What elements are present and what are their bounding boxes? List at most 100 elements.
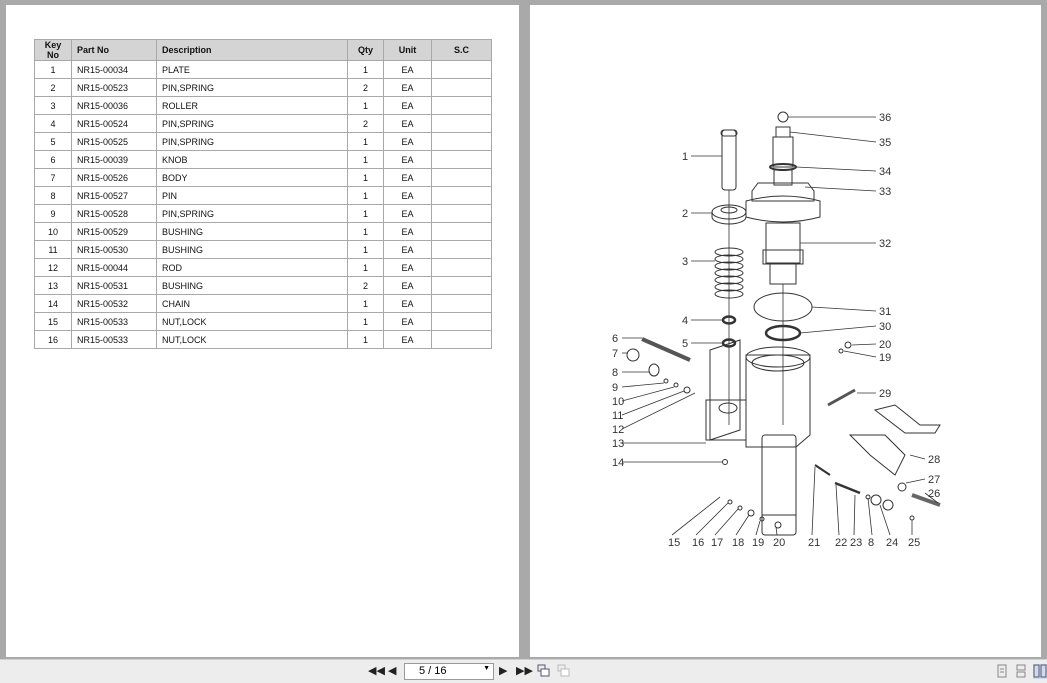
cell-sc <box>431 330 492 349</box>
callout-leader-line <box>621 390 685 416</box>
part-stem <box>745 126 821 285</box>
cell-unit: EA <box>383 96 432 115</box>
part-spring <box>714 247 744 299</box>
parts-table: Key No Part No Description Qty Unit S.C … <box>34 39 492 349</box>
callout-leader-line <box>695 502 729 536</box>
cell-key-no: 10 <box>34 222 72 241</box>
header-unit: Unit <box>383 39 432 61</box>
cell-part-no: NR15-00527 <box>71 186 157 205</box>
callout-label: 13 <box>612 438 624 450</box>
two-page-view-button[interactable] <box>1033 664 1047 679</box>
cell-sc <box>431 276 492 295</box>
callout-leader-line <box>835 484 840 536</box>
callout-label: 6 <box>612 333 618 345</box>
cell-key-no: 16 <box>34 330 72 349</box>
cell-part-no: NR15-00532 <box>71 294 157 313</box>
cell-unit: EA <box>383 150 432 169</box>
callout-label: 5 <box>682 338 688 350</box>
callout-leader-line <box>843 350 877 358</box>
part-pin-6 <box>641 337 691 362</box>
cell-qty: 1 <box>347 204 384 223</box>
cell-unit: EA <box>383 186 432 205</box>
continuous-view-button[interactable] <box>1015 664 1029 679</box>
cell-qty: 1 <box>347 186 384 205</box>
page-select[interactable]: 5 / 16 ▼ <box>404 663 494 680</box>
cell-qty: 2 <box>347 78 384 97</box>
cell-description: PIN,SPRING <box>156 78 348 97</box>
callout-leader-line <box>755 520 761 536</box>
callout-label: 32 <box>879 238 891 250</box>
cell-key-no: 15 <box>34 312 72 331</box>
cell-qty: 1 <box>347 312 384 331</box>
part-tube <box>721 129 737 191</box>
callout-label: 21 <box>808 537 820 549</box>
two-page-icon <box>1033 664 1047 678</box>
callout-leader-line <box>851 343 877 346</box>
cell-sc <box>431 78 492 97</box>
callout-label: 4 <box>682 315 688 327</box>
last-page-icon: ▶▶ <box>516 665 533 677</box>
cell-sc <box>431 222 492 241</box>
cell-qty: 1 <box>347 132 384 151</box>
single-page-view-button[interactable] <box>996 664 1010 679</box>
callout-label: 16 <box>692 537 704 549</box>
cell-qty: 1 <box>347 240 384 259</box>
cell-part-no: NR15-00533 <box>71 330 157 349</box>
cell-part-no: NR15-00526 <box>71 168 157 187</box>
cell-description: PIN <box>156 186 348 205</box>
cell-key-no: 11 <box>34 240 72 259</box>
last-page-button[interactable]: ▶▶ <box>516 664 533 678</box>
cell-unit: EA <box>383 204 432 223</box>
next-page-button[interactable]: ▶ <box>499 664 507 678</box>
cell-part-no: NR15-00528 <box>71 204 157 223</box>
callout-leader-line <box>799 325 877 334</box>
callout-label: 18 <box>732 537 744 549</box>
next-page-icon: ▶ <box>499 665 508 677</box>
callout-leader-line <box>795 166 877 172</box>
cell-part-no: NR15-00533 <box>71 312 157 331</box>
previous-page-button[interactable]: ◀ <box>388 664 396 678</box>
cell-unit: EA <box>383 330 432 349</box>
continuous-page-icon <box>1016 664 1026 678</box>
callout-label: 8 <box>612 367 618 379</box>
cell-part-no: NR15-00525 <box>71 132 157 151</box>
first-page-button[interactable]: ◀◀ <box>368 664 385 678</box>
cell-qty: 1 <box>347 96 384 115</box>
header-part-no: Part No <box>71 39 157 61</box>
cell-part-no: NR15-00531 <box>71 276 157 295</box>
callout-label: 9 <box>612 382 618 394</box>
callout-label: 28 <box>928 454 940 466</box>
callout-label: 17 <box>711 537 723 549</box>
cell-key-no: 2 <box>34 78 72 97</box>
cell-part-no: NR15-00034 <box>71 60 157 79</box>
cell-key-no: 1 <box>34 60 72 79</box>
cell-unit: EA <box>383 168 432 187</box>
cell-qty: 1 <box>347 294 384 313</box>
header-description: Description <box>156 39 348 61</box>
callout-leader-line <box>714 508 739 536</box>
cell-part-no: NR15-00044 <box>71 258 157 277</box>
cell-part-no: NR15-00039 <box>71 150 157 169</box>
cell-description: PIN,SPRING <box>156 204 348 223</box>
part-plate-28 <box>848 434 906 476</box>
cell-description: BUSHING <box>156 276 348 295</box>
cell-key-no: 6 <box>34 150 72 169</box>
pdf-page-left: Key No Part No Description Qty Unit S.C … <box>6 5 519 657</box>
go-back-view-button[interactable] <box>537 664 550 681</box>
cell-unit: EA <box>383 258 432 277</box>
cell-key-no: 4 <box>34 114 72 133</box>
callout-label: 24 <box>886 537 898 549</box>
cell-sc <box>431 294 492 313</box>
cell-unit: EA <box>383 78 432 97</box>
go-forward-view-button[interactable] <box>557 664 570 681</box>
page-display: 5 / 16 <box>419 665 447 677</box>
cell-qty: 1 <box>347 150 384 169</box>
callout-label: 3 <box>682 256 688 268</box>
callout-label: 20 <box>773 537 785 549</box>
